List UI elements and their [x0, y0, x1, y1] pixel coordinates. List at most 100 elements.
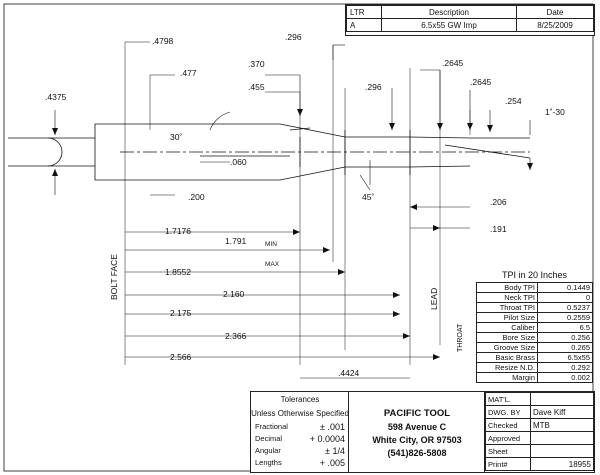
list-item: Fractional ± .001: [251, 421, 349, 433]
tb-value: [530, 431, 594, 445]
company-name: PACIFIC TOOL: [383, 408, 451, 419]
length-1-8552: 1.8552: [165, 267, 191, 277]
tpi-key: Bore Size: [476, 332, 538, 343]
dim-206: .206: [490, 197, 507, 207]
tpi-value: 6.5: [537, 322, 593, 333]
angle-30: 30˚: [170, 132, 182, 142]
length-2-366: 2.366: [225, 331, 247, 341]
tb-value: Dave Kiff: [530, 405, 594, 419]
tb-value: [530, 444, 594, 458]
tpi-key: Margin: [476, 372, 538, 383]
tpi-key: Throat TPI: [476, 302, 538, 313]
tpi-key: Resize N.D.: [476, 362, 538, 373]
table-row: Print#18955: [485, 457, 594, 471]
tb-key: Checked: [485, 418, 531, 432]
tol-value: ± .001: [320, 422, 345, 432]
tpi-value: 0.256: [537, 332, 593, 343]
rev-header-description: Description: [381, 5, 517, 19]
company-block: PACIFIC TOOL 598 Avenue C White City, OR…: [348, 391, 486, 473]
tol-key: Angular: [255, 446, 281, 455]
tol-key: Decimal: [255, 434, 283, 443]
rev-ltr: A: [346, 18, 382, 32]
tol-value: + .005: [319, 458, 345, 468]
tpi-key: Caliber: [476, 322, 538, 333]
dim-296-mid: .296: [365, 82, 382, 92]
list-item: Decimal + 0.0004: [251, 433, 349, 445]
tb-value: [530, 392, 594, 406]
tpi-key: Body TPI: [476, 282, 538, 293]
list-item: Angular ± 1/4: [251, 445, 349, 457]
length-2-175: 2.175: [170, 308, 192, 318]
company-street: 598 Avenue C: [387, 422, 447, 432]
revision-block: LTR Description Date A 6.5x55 GW Imp 8/2…: [345, 4, 595, 36]
table-row: Approved: [485, 431, 594, 445]
list-item: Lengths+ .005: [251, 457, 349, 469]
tolerances-subtitle: Unless Otherwise Specified: [251, 409, 349, 418]
dim-060: .060: [230, 157, 247, 167]
tpi-value: 6.5x55: [537, 352, 593, 363]
angle-45: 45˚: [362, 192, 374, 202]
dim-191: .191: [490, 224, 507, 234]
table-row: MAT'L.: [485, 392, 594, 406]
dim-4375: .4375: [45, 92, 67, 102]
tb-key: Approved: [485, 431, 531, 445]
length-2-566: 2.566: [170, 352, 192, 362]
extension-lines: [124, 42, 471, 365]
company-phone: (541)826-5808: [387, 448, 447, 458]
reamer-profile: [8, 123, 531, 181]
tpi-key: Groove Size: [476, 342, 538, 353]
tpi-value: 0.292: [537, 362, 593, 373]
tb-key: MAT'L.: [485, 392, 531, 406]
tol-value: ± 1/4: [325, 446, 345, 456]
rev-header-ltr: LTR: [346, 5, 382, 19]
dim-296-top: .296: [285, 32, 302, 42]
tol-value: + 0.0004: [309, 434, 345, 444]
dim-455: .455: [248, 82, 265, 92]
dimension-labels: .4798 .477 .4375 .296 .370 .455 .296 .26…: [45, 32, 565, 378]
tol-key: Fractional: [255, 422, 288, 431]
dim-254: .254: [505, 96, 522, 106]
tag-min: MIN: [265, 241, 277, 248]
dim-200: .200: [188, 192, 205, 202]
bolt-face-label: BOLT FACE: [109, 254, 119, 300]
length-1-7176: 1.7176: [165, 226, 191, 236]
angle-1deg30: 1˚-30: [545, 107, 565, 117]
rev-description: 6.5x55 GW Imp: [381, 18, 517, 32]
table-row: Sheet: [485, 444, 594, 458]
company-city: White City, OR 97503: [372, 435, 462, 445]
length-dim-lines: [125, 231, 440, 379]
tolerances-block: Tolerances Unless Otherwise Specified Fr…: [250, 391, 350, 473]
dim-2645-a: .2645: [442, 58, 464, 68]
tolerances-title: Tolerances: [280, 395, 320, 404]
tb-value: MTB: [530, 418, 594, 432]
dim-477: .477: [180, 68, 197, 78]
tpi-title: TPI in 20 Inches: [501, 270, 568, 280]
arrowheads: [52, 109, 533, 360]
length-2-160: 2.160: [223, 289, 245, 299]
tpi-key: Pilot Size: [476, 312, 538, 323]
tpi-key: Neck TPI: [476, 292, 538, 303]
dim-4424: .4424: [338, 368, 360, 378]
tb-value: 18955: [530, 457, 594, 471]
tpi-value: 0.002: [537, 372, 593, 383]
rev-date: 8/25/2009: [516, 18, 594, 32]
dim-2645-b: .2645: [470, 77, 492, 87]
length-1-791: 1.791: [225, 236, 247, 246]
rev-header-date: Date: [516, 5, 594, 19]
tpi-value: 0.265: [537, 342, 593, 353]
tb-key: DWG. BY: [485, 405, 531, 419]
throat-label: THROAT: [457, 323, 464, 352]
tpi-value: 0.1449: [537, 282, 593, 293]
